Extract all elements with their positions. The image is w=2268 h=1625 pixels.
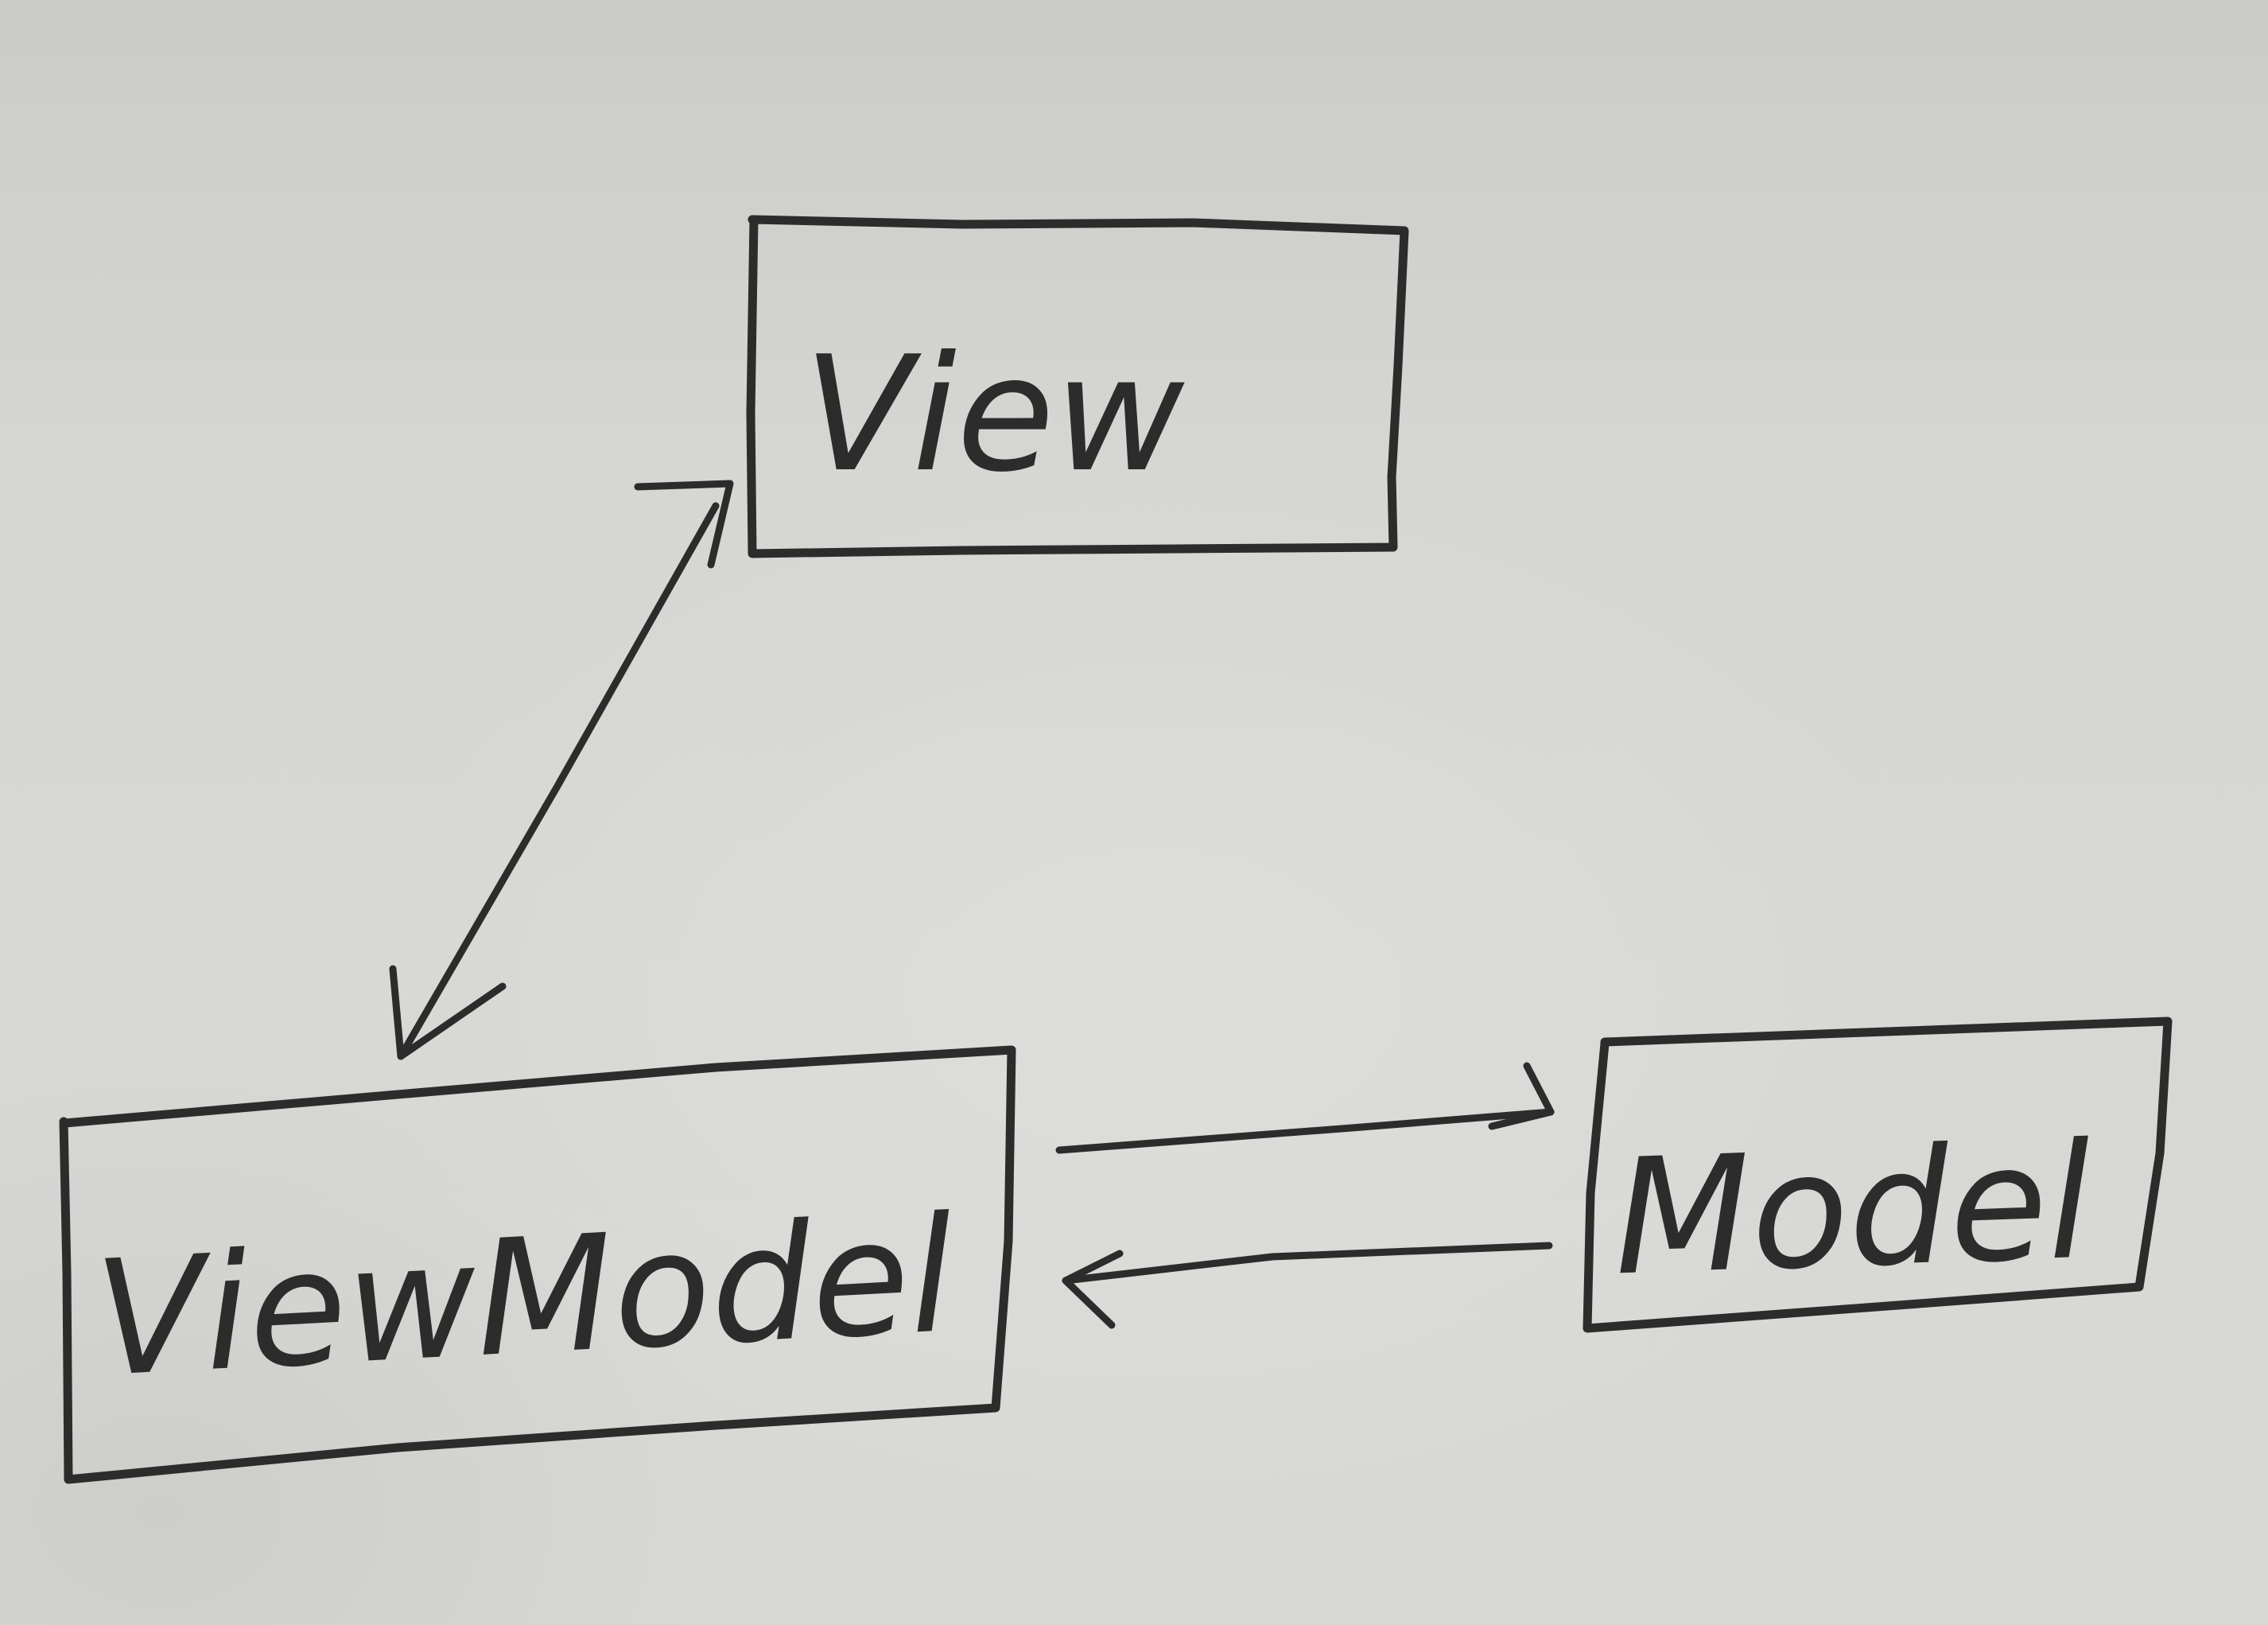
connector-model-viewmodel xyxy=(1062,1242,1553,1329)
arrowhead-to-viewmodel xyxy=(389,965,507,1060)
connector-line-model-viewmodel xyxy=(1062,1242,1553,1285)
viewmodel-node: ViewModel xyxy=(59,1045,1016,1484)
view-label: View xyxy=(803,322,1184,507)
connector-line-viewmodel-model xyxy=(1055,1108,1555,1154)
view-box xyxy=(746,215,1409,558)
connector-viewmodel-model xyxy=(1055,1062,1555,1154)
arrowhead-to-model xyxy=(1488,1062,1555,1130)
viewmodel-box xyxy=(59,1045,1016,1484)
connector-viewmodel-view xyxy=(389,480,734,1060)
model-node: Model xyxy=(1583,1017,2173,1333)
model-label: Model xyxy=(1611,1110,2095,1312)
viewmodel-label: ViewModel xyxy=(91,1183,957,1413)
view-node: View xyxy=(746,215,1409,558)
arrowhead-to-view xyxy=(634,480,734,569)
connector-line-viewmodel-view xyxy=(397,502,720,1060)
arrowhead-to-viewmodel-from-model xyxy=(1062,1250,1124,1329)
model-box xyxy=(1583,1017,2173,1333)
